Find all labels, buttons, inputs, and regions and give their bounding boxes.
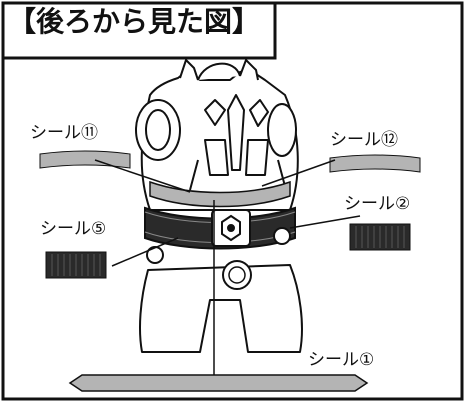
back-vent-right: [249, 99, 269, 127]
back-panel-right: [245, 139, 269, 176]
back-vent-left: [204, 99, 226, 126]
label-seal-11: シール⑪: [30, 123, 98, 143]
right-shoulder-socket: [267, 103, 297, 157]
title-box-border: [3, 3, 277, 60]
leader-lines: [94, 159, 361, 375]
torso: [135, 59, 303, 353]
leader-seal-2: [289, 215, 361, 229]
left-shoulder-tab: [179, 59, 199, 81]
leader-seal-5: [111, 237, 179, 267]
right-hip-joint: [273, 227, 291, 245]
left-shoulder-socket-inner: [145, 109, 171, 151]
seal-12-piece: [329, 154, 421, 173]
rear-socket-inner: [228, 266, 246, 284]
seal-1-strip: [68, 374, 369, 392]
label-seal-12: シール⑫: [330, 130, 398, 150]
leader-seal-11: [94, 159, 191, 193]
neck: [197, 62, 241, 81]
spine-plate: [227, 94, 245, 171]
diagram-title: 【後ろから見た図】: [8, 5, 261, 38]
back-panel-left: [204, 139, 229, 176]
label-seal-2: シール②: [344, 194, 411, 214]
seal-2-piece: [349, 223, 411, 251]
leader-seal-12: [261, 159, 336, 187]
seal-5-piece: [45, 251, 107, 279]
label-seal-5: シール⑤: [40, 219, 107, 239]
waist-ring: [144, 206, 296, 250]
hip-lower-body: [139, 264, 303, 353]
seal-11-on-body: [149, 180, 291, 208]
right-shoulder-tab: [239, 59, 259, 81]
seal-11-piece: [39, 150, 131, 169]
label-seal-1: シール①: [308, 350, 375, 370]
